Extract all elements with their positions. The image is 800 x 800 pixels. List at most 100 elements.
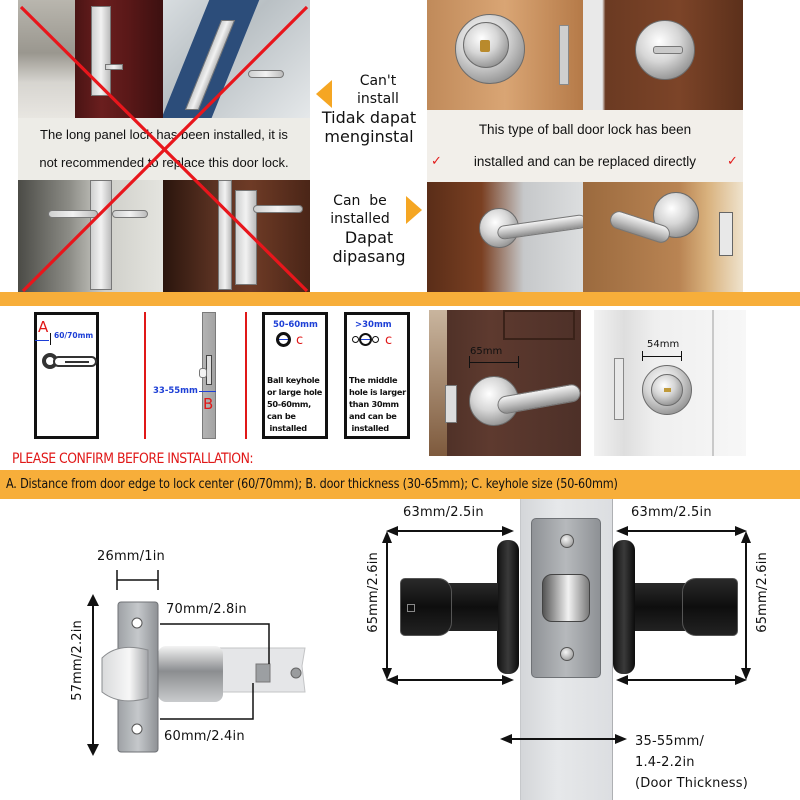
right-height-label: 65mm/2.6in [755, 552, 770, 633]
cant-install-label: Can't install Tidak dapat menginstal [312, 72, 426, 146]
c2-description: The middle hole is larger than 30mm and … [349, 374, 406, 434]
left-rose [497, 540, 519, 674]
latch-diagram [87, 570, 306, 756]
knob-lock-measure-photo [594, 310, 746, 456]
divider-line [245, 312, 247, 439]
lever-handle-icon [53, 356, 97, 367]
check-mark-icon: ✓ [727, 154, 738, 169]
c1-line: can be [267, 411, 296, 421]
keyhole-box-ball: 50-60mm c Ball keyhole or large hole 50-… [262, 312, 328, 439]
backset-diagram-box: A 60/70mm [34, 312, 99, 439]
arrow-up-icon [87, 594, 99, 606]
arrow-left-icon [386, 675, 398, 685]
thickness-in: 1.4-2.2in [635, 755, 695, 770]
long-backset-label: 70mm/2.8in [166, 602, 247, 617]
caption-line-1: The long panel lock has been installed, … [40, 127, 288, 142]
keyhole-box-middle: >30mm c The middle hole is larger than 3… [344, 312, 410, 439]
long-panel-lock-photo-2 [163, 0, 310, 118]
caption-line-1: This type of ball door lock has been [478, 122, 692, 137]
c2-line: than 30mm [349, 399, 399, 409]
cant-install-line-2: install [357, 91, 399, 107]
tail-slot [255, 663, 271, 683]
caption-band: This type of ball door lock has been ins… [427, 110, 743, 182]
door-thickness-label: 35-55mm/ 1.4-2.2in (Door Thickness) [635, 731, 748, 794]
can-be-line: Can be [333, 193, 387, 209]
arrow-down-icon [87, 744, 99, 756]
c1-measure: 50-60mm [273, 320, 318, 330]
dipasang-line: dipasang [332, 247, 406, 266]
arrow-right-icon [406, 196, 422, 224]
caption-band: The long panel lock has been installed, … [18, 118, 310, 180]
caption-line-2: installed and can be replaced directly [473, 154, 697, 169]
tail-hole [290, 667, 302, 679]
dapat-line: Dapat [344, 228, 394, 247]
b-dimension-line [199, 391, 216, 392]
b-measure: 33-55mm [153, 386, 198, 396]
menginstal-line: menginstal [324, 127, 414, 146]
a-tick [50, 333, 51, 345]
c1-line: installed [267, 423, 308, 433]
a-dimension-line [35, 340, 49, 341]
cant-install-line-1: Can't [359, 73, 397, 89]
left-handle-grip [400, 578, 452, 636]
arrow-left-icon [386, 526, 398, 536]
confirm-title: PLEASE CONFIRM BEFORE INSTALLATION: [12, 451, 254, 467]
latch-width-label: 26mm/1in [97, 549, 165, 564]
door-thickness-diagram [199, 312, 216, 439]
strike-opening [542, 574, 590, 622]
short-backset-line [160, 683, 254, 720]
divider-line [144, 312, 146, 439]
c1-line: or large hole [267, 387, 323, 397]
label-a: A [38, 318, 49, 336]
lever-measure-label: 65mm [470, 346, 503, 357]
left-handle-neck [448, 583, 498, 631]
long-backset-line [160, 623, 270, 664]
caption-line-2: not recommended to replace this door loc… [39, 155, 289, 170]
installable-lock-collage: This type of ball door lock has been ins… [427, 0, 743, 292]
confirm-details: A. Distance from door edge to lock cente… [6, 476, 618, 492]
arrow-right-icon [615, 734, 627, 744]
small-hole-icon [372, 336, 379, 343]
screw-icon [560, 534, 574, 548]
installed-line: installed [330, 211, 390, 227]
arrow-left-icon [616, 526, 628, 536]
label-b: B [203, 395, 214, 413]
thickness-mm: 35-55mm/ [635, 734, 705, 749]
arrow-left-icon [500, 734, 512, 744]
can-install-label: Can be installed Dapat dipasang [312, 192, 426, 266]
short-backset-label: 60mm/2.4in [164, 729, 245, 744]
latch-bolt [101, 646, 149, 702]
c2-line: hole is larger [349, 387, 406, 397]
long-panel-lock-photo-3 [18, 180, 163, 292]
label-c: c [385, 333, 393, 348]
c2-line: installed [349, 423, 390, 433]
check-mark-icon: ✓ [431, 154, 442, 169]
lever-lock-photo-2 [583, 182, 743, 292]
right-rose [613, 540, 635, 674]
arrow-left-icon [616, 675, 628, 685]
screw-hole [131, 617, 143, 629]
arrow-down-icon [382, 668, 392, 680]
living-room-photo [18, 0, 75, 118]
arrow-right-icon [502, 675, 514, 685]
not-installable-lock-collage: The long panel lock has been installed, … [18, 0, 310, 292]
arrow-right-icon [735, 675, 747, 685]
c1-line: 50-60mm, [267, 399, 311, 409]
left-height-label: 65mm/2.6in [366, 552, 381, 633]
arrow-right-icon [735, 526, 747, 536]
middle-hole-icon [359, 333, 372, 346]
long-panel-lock-photo-4 [163, 180, 310, 292]
thickness-caption: (Door Thickness) [635, 776, 748, 791]
c2-measure: >30mm [355, 320, 392, 330]
latch-height-label: 57mm/2.2in [70, 620, 85, 701]
knob-measure-label: 54mm [647, 339, 680, 350]
c2-line: and can be [349, 411, 397, 421]
c1-description: Ball keyhole or large hole 50-60mm, can … [267, 374, 322, 434]
arrow-up-icon [741, 531, 751, 543]
arrow-down-icon [741, 668, 751, 680]
strike-plate [531, 518, 601, 678]
arrow-right-icon [502, 526, 514, 536]
screw-hole [131, 723, 143, 735]
lock-dimension-lines [382, 526, 751, 744]
right-handle-grip [682, 578, 738, 636]
